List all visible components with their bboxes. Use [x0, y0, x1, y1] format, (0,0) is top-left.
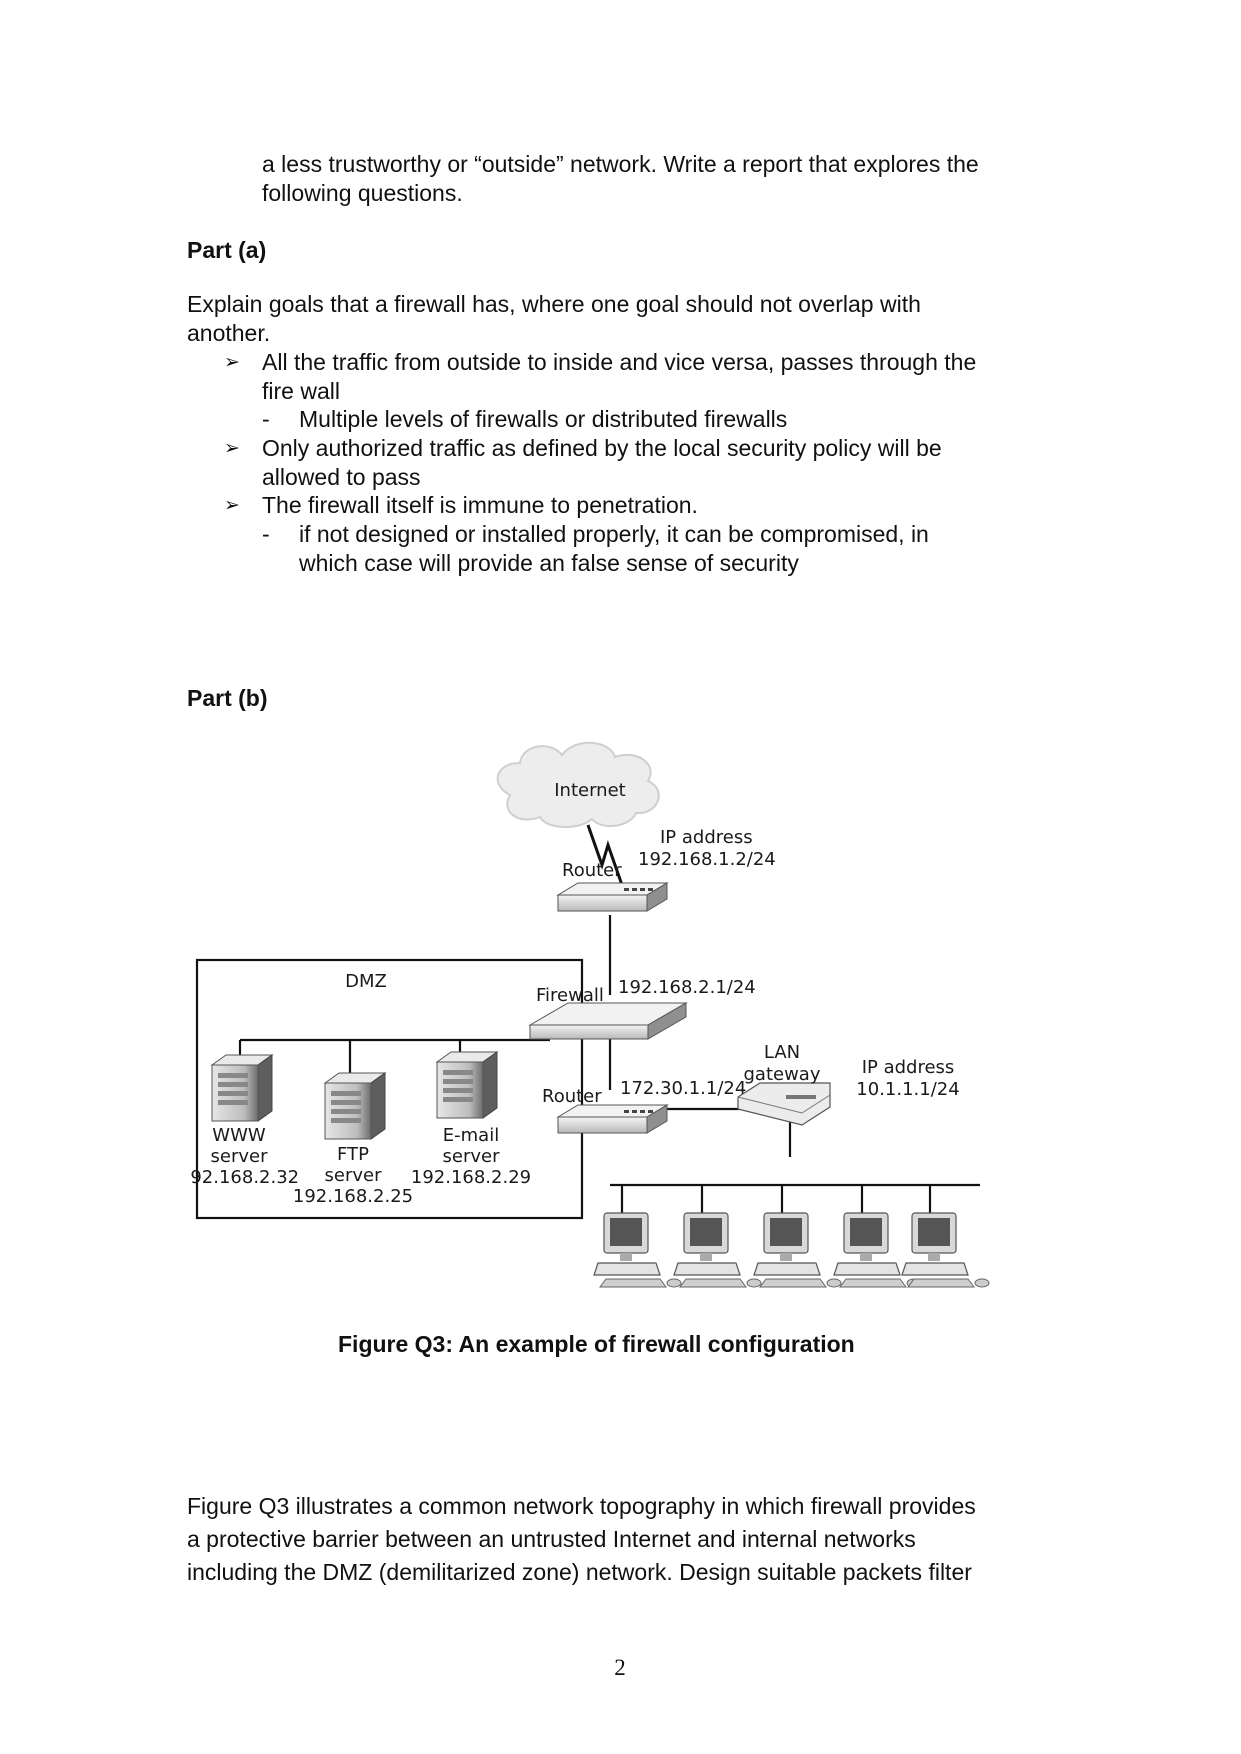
- sub-item-2-line-1: if not designed or installed properly, i…: [299, 521, 929, 547]
- www-server-line-1: WWW: [212, 1125, 266, 1146]
- ftp-server-icon: [324, 1072, 386, 1140]
- part-a-prompt-line-2: another.: [187, 320, 271, 346]
- lan-gateway-icon: [737, 1082, 831, 1126]
- firewall-icon: [528, 1002, 688, 1040]
- paragraph-line-2: a protective barrier between an untruste…: [187, 1526, 916, 1552]
- workstation-icon: [901, 1212, 990, 1288]
- email-server-line-1: E-mail: [443, 1125, 499, 1146]
- part-a-prompt-line-1: Explain goals that a firewall has, where…: [187, 291, 921, 317]
- bullet-3-line-1: The firewall itself is immune to penetra…: [262, 492, 698, 518]
- www-server-line-2: server: [211, 1146, 269, 1167]
- www-server-ip: 192.168.2.32: [190, 1167, 299, 1188]
- internet-label: Internet: [554, 780, 625, 801]
- workstation-icon: [673, 1212, 762, 1288]
- paragraph-line-3: including the DMZ (demilitarized zone) n…: [187, 1559, 972, 1585]
- bullet-1-line-1: All the traffic from outside to inside a…: [262, 349, 977, 375]
- dmz-label: DMZ: [345, 971, 387, 992]
- bullet-2-line-2: allowed to pass: [262, 464, 421, 490]
- intro-line-1: a less trustworthy or “outside” network.…: [262, 151, 979, 177]
- email-server-line-2: server: [443, 1146, 501, 1167]
- arrow-bullet-icon: ➢: [224, 495, 240, 516]
- bullet-1-line-2: fire wall: [262, 378, 340, 404]
- ip-top-label: IP address: [660, 827, 753, 848]
- firewall-network-diagram: Internet Router IP address 192.168.1.2/2…: [190, 741, 990, 1288]
- dmz-box: [195, 958, 584, 1220]
- page-number: 2: [614, 1655, 626, 1680]
- ip-lan-value: 10.1.1.1/24: [856, 1079, 959, 1100]
- firewall-label: Firewall: [536, 985, 604, 1006]
- email-server-icon: [436, 1051, 498, 1119]
- workstation-icon: [833, 1212, 922, 1288]
- part-b-heading: Part (b): [187, 685, 268, 711]
- arrow-bullet-icon: ➢: [224, 438, 240, 459]
- intro-line-2: following questions.: [262, 180, 463, 206]
- wan-link-bolt-icon: [586, 824, 624, 886]
- ip-top-value: 192.168.1.2/24: [638, 849, 776, 870]
- router-top-label: Router: [562, 860, 622, 881]
- ip-lan-label: IP address: [862, 1057, 955, 1078]
- ftp-server-line-1: FTP: [337, 1144, 369, 1165]
- www-server-icon: [211, 1054, 273, 1122]
- part-a-heading: Part (a): [187, 237, 267, 263]
- firewall-ip: 192.168.2.1/24: [618, 977, 756, 998]
- workstation-icon: [593, 1212, 682, 1288]
- email-server-ip: 192.168.2.29: [411, 1167, 531, 1188]
- dash-bullet: -: [262, 406, 270, 432]
- arrow-bullet-icon: ➢: [224, 352, 240, 373]
- bullet-2-line-1: Only authorized traffic as defined by th…: [262, 435, 942, 461]
- dash-bullet: -: [262, 521, 270, 547]
- ftp-server-line-2: server: [325, 1165, 383, 1186]
- workstation-icon: [753, 1212, 842, 1288]
- sub-item-1-line-1: Multiple levels of firewalls or distribu…: [299, 406, 788, 432]
- paragraph-line-1: Figure Q3 illustrates a common network t…: [187, 1493, 976, 1519]
- lan-gateway-line-1: LAN: [764, 1042, 800, 1063]
- router-bottom-icon: [556, 1104, 669, 1134]
- ftp-server-ip: 192.168.2.25: [293, 1186, 413, 1207]
- lan-gateway-line-2: gateway: [744, 1064, 821, 1085]
- internet-cloud-icon: [496, 741, 660, 828]
- router-top-icon: [556, 882, 669, 912]
- sub-item-2-line-2: which case will provide an false sense o…: [299, 550, 799, 576]
- router-bottom-label: Router: [542, 1086, 602, 1107]
- figure-caption: Figure Q3: An example of firewall config…: [338, 1331, 855, 1357]
- router-bottom-ip: 172.30.1.1/24: [620, 1078, 746, 1099]
